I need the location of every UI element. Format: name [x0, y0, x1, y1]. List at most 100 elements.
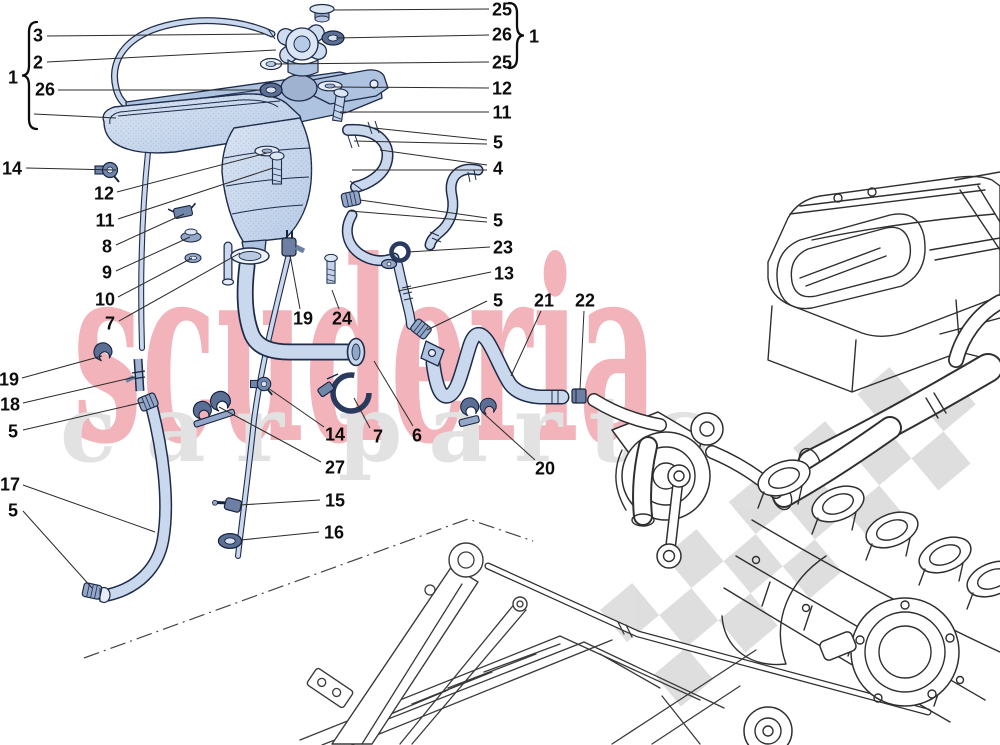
cap-25-top	[309, 3, 335, 23]
leader-line-2-left	[46, 49, 277, 63]
callout-18-left: 18	[0, 395, 20, 415]
leader-line-7-left	[118, 252, 241, 322]
leader-line-12-right	[332, 86, 490, 89]
leader-line-5-left-b	[22, 510, 93, 589]
pressure-cap	[276, 24, 328, 77]
leader-line-5-left-a	[22, 401, 145, 431]
callout-12-left: 12	[94, 184, 114, 204]
leader-line-19-left	[21, 355, 103, 379]
bolt-24	[324, 253, 338, 284]
callout-25-right-b: 25	[492, 53, 512, 73]
callout-1-right: 1	[529, 27, 539, 47]
callout-5-right-c: 5	[493, 291, 503, 311]
leader-line-5-right-a	[353, 140, 488, 145]
leader-line-24-mid	[331, 289, 340, 310]
leader-line-8-left	[115, 213, 185, 246]
leader-line-20-mid	[481, 411, 536, 461]
leader-line-22-right	[579, 310, 585, 391]
frame-arm	[331, 565, 479, 745]
leader-line-17-left	[22, 484, 156, 533]
callout-7-mid: 7	[373, 427, 383, 447]
callout-5-left-a: 5	[8, 422, 18, 442]
worm-clamp-7	[317, 372, 372, 414]
callout-1-left: 1	[8, 68, 18, 88]
callout-15-mid: 15	[325, 491, 345, 511]
checker-square	[664, 529, 724, 589]
callout-27-mid: 27	[325, 458, 345, 478]
checker-square	[718, 593, 778, 653]
leader-line-26-right	[335, 34, 490, 39]
callout-5-right-a: 5	[493, 133, 503, 153]
expansion-tank	[102, 24, 389, 265]
clip-8	[167, 202, 197, 219]
callout-22-right: 22	[575, 291, 595, 311]
leader-line-18-left	[22, 376, 136, 404]
leader-line-10-left	[117, 257, 193, 298]
leader-line-5-right-c	[426, 300, 488, 331]
leader-line-25-right-a	[333, 8, 490, 11]
leader-line-6-mid	[373, 360, 414, 427]
fitting-19-mid	[281, 230, 306, 257]
airbox	[767, 175, 1000, 337]
tagline-word-car: car	[60, 375, 314, 483]
leader-line-12-left	[116, 152, 268, 193]
leader-line-19-mid	[289, 254, 301, 310]
leader-line-3-left	[46, 33, 266, 37]
checker-square	[782, 539, 842, 599]
callout-8-left: 8	[102, 237, 112, 257]
callout-24-mid: 24	[332, 309, 352, 329]
nut-10	[184, 252, 202, 264]
view-boundary-line	[83, 518, 534, 659]
callout-3-left: 3	[33, 26, 43, 46]
callout-26-left: 26	[35, 80, 55, 100]
tube-clip-27	[190, 388, 236, 428]
group-1-left-brace	[21, 20, 39, 131]
callout-20-mid: 20	[535, 459, 555, 479]
checker-square	[911, 431, 971, 491]
leader-line-5-right-b	[349, 210, 488, 223]
leader-line-14-mid	[267, 387, 325, 428]
callout-4-right: 4	[493, 159, 503, 179]
leader-line-5-right-b	[359, 199, 488, 219]
checker-square	[600, 583, 660, 643]
callout-11-right: 11	[492, 103, 511, 123]
callout-21-right: 21	[534, 291, 554, 311]
leader-line-14-left	[25, 167, 117, 171]
grommet-26-left	[259, 82, 283, 98]
callout-19-mid: 19	[293, 309, 313, 329]
callout-12-right: 12	[492, 79, 512, 99]
chassis-radiator-assembly	[299, 542, 932, 745]
leader-line-11-left	[117, 167, 274, 220]
airbox-opening	[776, 213, 926, 310]
callout-17-left: 17	[0, 475, 20, 495]
callout-16-mid: 16	[324, 523, 344, 543]
callout-2-left: 2	[33, 53, 43, 73]
checker-square	[723, 534, 783, 594]
timing-cover	[850, 597, 960, 707]
coolant-tank-parts	[81, 3, 587, 604]
callout-5-left-b: 5	[8, 501, 18, 521]
callout-23-right: 23	[493, 238, 513, 258]
leader-line-7-mid	[353, 397, 371, 429]
checker-square	[653, 647, 714, 707]
leader-line-15-mid	[239, 499, 321, 506]
leader-line-5-right-a	[373, 127, 488, 141]
callout-25-right-a: 25	[492, 0, 512, 20]
leader-line-1-left	[33, 113, 117, 119]
clamp-5-b	[81, 581, 103, 601]
leader-line-21-right	[510, 310, 542, 377]
grommet-16	[217, 533, 243, 549]
callout-7-left: 7	[105, 314, 115, 334]
leader-line-9-left	[115, 236, 191, 272]
callout-9-left: 9	[102, 263, 112, 283]
leader-line-4-right	[379, 149, 488, 166]
engine-badge	[819, 631, 857, 661]
hose-clip-20	[458, 395, 499, 428]
engine-assembly	[587, 171, 1000, 745]
fitting-22	[571, 388, 587, 404]
callout-13-right: 13	[494, 264, 514, 284]
checker-square	[659, 588, 719, 648]
